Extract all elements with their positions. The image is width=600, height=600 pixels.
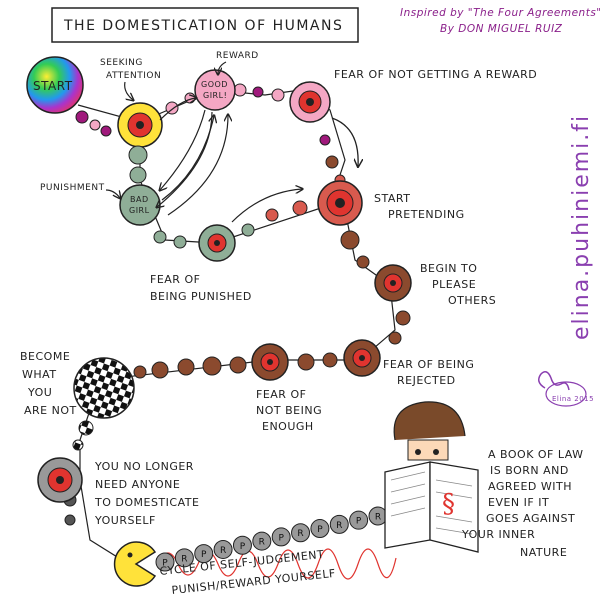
fear-punished-label-1: FEAR OF — [150, 273, 200, 286]
begin-please-label-3: OTHERS — [448, 294, 496, 307]
fear-rejected-node — [343, 339, 381, 377]
self-domesticate-node — [37, 457, 83, 503]
book-label-5: GOES AGAINST — [486, 512, 575, 525]
pr-bead — [155, 552, 175, 572]
bad-girl-label-1: BAD — [130, 195, 149, 204]
start-node — [26, 56, 84, 114]
coral-beads — [241, 200, 308, 237]
begin-please-node — [374, 264, 412, 302]
pr-bead — [310, 519, 330, 539]
book-label-6: YOUR INNER — [461, 528, 535, 541]
bad-girl-node — [119, 184, 161, 226]
credit-line-1: Inspired by "The Four Agreements" — [400, 7, 600, 19]
cycle-spiral — [157, 548, 397, 580]
title-box — [51, 7, 359, 43]
pacman-icon — [113, 541, 157, 587]
pr-bead-letter: P — [317, 525, 323, 535]
start-pretending-node — [317, 180, 363, 226]
credit-line-2: By DON MIGUEL RUIZ — [440, 23, 563, 35]
good-girl-node — [194, 69, 236, 111]
sage-beads — [128, 145, 187, 249]
fear-enough-label-1: FEAR OF — [256, 388, 306, 401]
fear-rejected-label-1: FEAR OF BEING — [383, 358, 474, 371]
fear-enough-label-2: NOT BEING — [256, 404, 322, 417]
pr-bead — [213, 539, 233, 559]
feedback-arrows — [157, 98, 302, 223]
book-label-2: IS BORN AND — [490, 464, 569, 477]
path-line — [77, 89, 396, 566]
book-label-7: NATURE — [520, 546, 567, 559]
fear-not-reward-node — [289, 81, 331, 123]
begin-please-label-1: BEGIN TO — [420, 262, 477, 275]
pr-bead-letter: P — [356, 517, 362, 527]
no-longer-label-1: YOU NO LONGER — [94, 460, 194, 473]
signature: Elina 2015 — [538, 371, 594, 407]
pr-bead-letter: R — [220, 546, 226, 556]
page-title: THE DOMESTICATION OF HUMANS — [63, 18, 343, 34]
good-girl-label-2: GIRL! — [203, 91, 227, 100]
seeking-label-1: SEEKING — [100, 58, 143, 68]
fear-not-reward-label: FEAR OF NOT GETTING A REWARD — [334, 68, 537, 81]
fear-enough-node — [251, 343, 289, 381]
pr-bead-letter: R — [375, 513, 381, 523]
pr-bead-letter: R — [181, 554, 187, 564]
seeking-attention-node — [117, 102, 163, 148]
pr-beads: P R P R P R P R P R P R — [155, 506, 388, 572]
fear-enough-label-3: ENOUGH — [262, 420, 314, 433]
pr-bead — [252, 531, 272, 551]
become-label-4: ARE NOT — [24, 404, 77, 417]
become-label-1: BECOME — [20, 350, 70, 363]
no-longer-label-2: NEED ANYONE — [95, 478, 180, 491]
checker-ball — [73, 357, 135, 419]
brown-beads-2 — [133, 352, 338, 379]
pr-bead — [291, 523, 311, 543]
start-pretending-label-2: PRETENDING — [388, 208, 465, 221]
magenta-beads — [75, 110, 112, 137]
svg-text:Elina 2015: Elina 2015 — [552, 395, 594, 403]
pr-bead-letter: R — [259, 538, 265, 548]
checker-beads — [63, 420, 94, 526]
start-label: START — [33, 79, 73, 93]
pr-bead-letter: R — [336, 521, 342, 531]
pr-bead-letter: P — [240, 542, 246, 552]
start-pretending-label-1: START — [374, 192, 410, 205]
good-girl-label-1: GOOD — [201, 80, 228, 89]
become-label-2: WHAT — [22, 368, 57, 381]
book-label-3: AGREED WITH — [488, 480, 572, 493]
side-url: elina.puhiniemi.fi — [569, 114, 594, 340]
pr-bead — [232, 535, 252, 555]
fear-punished-node — [198, 224, 236, 262]
pr-bead-letter: P — [278, 533, 284, 543]
fear-punished-label-2: BEING PUNISHED — [150, 290, 252, 303]
punishment-label: PUNISHMENT — [40, 183, 105, 193]
no-longer-label-3: TO DOMESTICATE — [94, 496, 199, 509]
svg-text:§: § — [442, 489, 455, 519]
reward-label: REWARD — [216, 51, 259, 61]
pr-bead — [271, 527, 291, 547]
pr-bead-letter: R — [297, 529, 303, 539]
book-label-4: EVEN IF IT — [488, 496, 549, 509]
bad-girl-label-2: GIRL — [129, 206, 150, 215]
no-longer-label-4: YOURSELF — [94, 514, 156, 527]
pr-bead-letter: P — [201, 550, 207, 560]
pink-beads — [165, 83, 346, 186]
pr-bead — [329, 514, 349, 534]
book-label-1: A BOOK OF LAW — [488, 448, 584, 461]
brown-beads — [340, 230, 411, 345]
seeking-label-2: ATTENTION — [106, 71, 161, 81]
pr-bead — [194, 544, 214, 564]
fear-rejected-label-2: REJECTED — [397, 374, 456, 387]
pr-bead — [174, 548, 194, 568]
pr-bead-letter: P — [162, 559, 168, 569]
become-label-3: YOU — [27, 386, 52, 399]
book-illustration: § — [384, 401, 479, 553]
begin-please-label-2: PLEASE — [432, 278, 476, 291]
pr-bead — [349, 510, 369, 530]
